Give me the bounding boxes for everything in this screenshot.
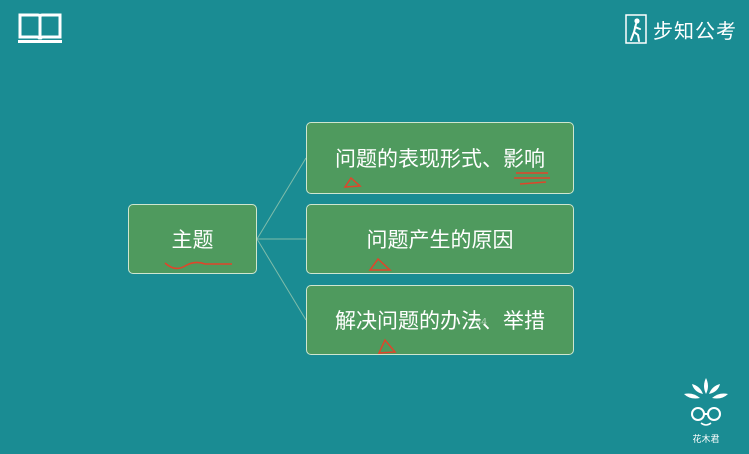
brand-label: 步知公考 <box>653 18 737 43</box>
root-label: 主题 <box>171 228 214 252</box>
flower-glasses-logo: 花木君 <box>684 378 728 445</box>
mindmap-branch-node: 解决问题的办法、举措 <box>306 285 574 355</box>
watermark: 784 <box>469 317 488 328</box>
book-icon <box>18 13 62 43</box>
brand: 步知公考 <box>625 14 737 44</box>
logo-text: 花木君 <box>692 433 719 445</box>
branch-label: 问题产生的原因 <box>366 228 514 252</box>
mindmap-branch-node: 问题的表现形式、影响 <box>306 122 574 194</box>
branch-label: 问题的表现形式、影响 <box>335 147 545 171</box>
mindmap-root-node: 主题 <box>128 204 257 274</box>
branch-label: 解决问题的办法、举措 <box>335 309 545 333</box>
mindmap-branch-node: 问题产生的原因 <box>306 204 574 274</box>
hiker-logo-icon <box>625 14 647 44</box>
